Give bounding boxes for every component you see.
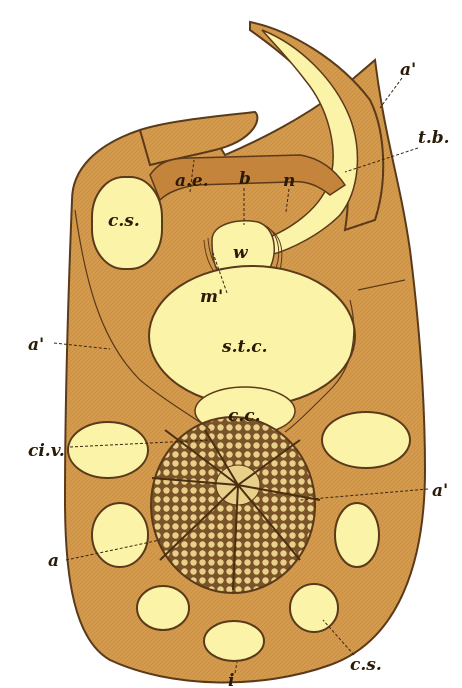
label-cc: c.c.: [228, 406, 261, 426]
cavity-bottom-center: [204, 621, 264, 661]
label-a-prime-top: a': [400, 60, 416, 80]
cavity-bottom-right: [290, 584, 338, 632]
label-w: w: [233, 243, 249, 263]
label-a-prime-right: a': [432, 481, 448, 501]
label-stc: s.t.c.: [221, 337, 268, 357]
label-b: b: [239, 169, 251, 189]
label-cs-lower: c.s.: [350, 655, 382, 675]
label-a: a: [48, 551, 59, 571]
leader-a-prime-top: [380, 78, 402, 108]
cavity-bottom-left: [137, 586, 189, 630]
label-ae: a.e.: [175, 171, 209, 191]
label-i: i: [228, 671, 234, 688]
cavity-side-right-2: [335, 503, 379, 567]
label-a-prime-left: a': [28, 335, 44, 355]
label-tb: t.b.: [418, 128, 450, 148]
cavity-side-right-1: [322, 412, 410, 468]
label-n: n: [283, 171, 295, 191]
cavity-side-left-2: [92, 503, 148, 567]
cavity-side-left-1: [68, 422, 148, 478]
cavity-stc: [149, 266, 355, 406]
label-civ: ci.v.: [28, 441, 65, 461]
label-m-prime: m': [200, 287, 223, 307]
label-cs-upper: c.s.: [108, 211, 140, 231]
